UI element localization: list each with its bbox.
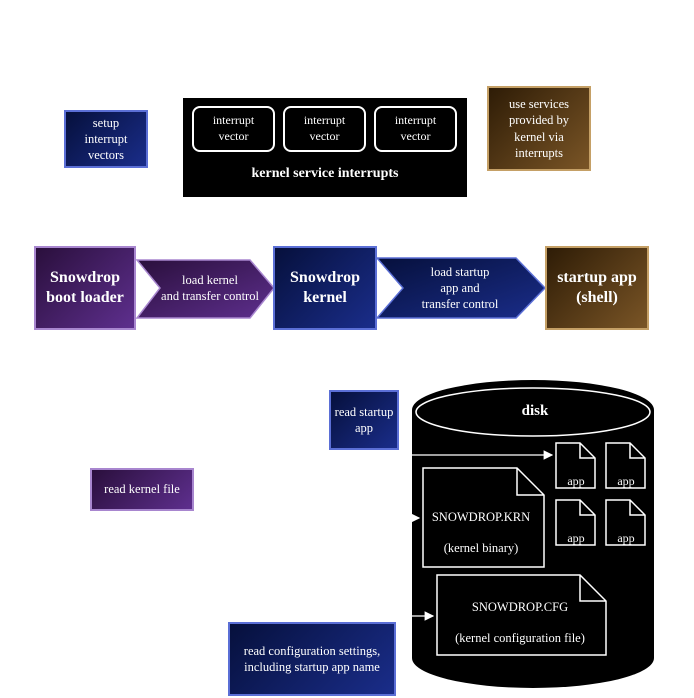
app-label: app (617, 474, 634, 488)
flow-arrow-load-kernel (135, 259, 275, 319)
config-file-desc: (kernel configuration file) (455, 631, 585, 645)
read-kernel-file-box: read kernel file (90, 468, 194, 511)
disk-title: disk (522, 403, 549, 419)
disk-top-rim (415, 387, 651, 437)
config-file-name: SNOWDROP.CFG (472, 600, 568, 614)
startup-app-box: startup app (shell) (545, 246, 649, 330)
setup-interrupt-vectors-box: setup interrupt vectors (64, 110, 148, 168)
read-config-settings-box: read configuration settings, including s… (228, 622, 396, 696)
boot-loader-box: Snowdrop boot loader (34, 246, 136, 330)
kernel-box: Snowdrop kernel (273, 246, 377, 330)
interrupt-vector-box: interrupt vector (283, 106, 366, 152)
kernel-file-icon (422, 467, 545, 568)
app-label: app (567, 531, 584, 545)
app-file-icon (605, 442, 646, 489)
app-label: app (567, 474, 584, 488)
interrupt-vector-box: interrupt vector (374, 106, 457, 152)
load-startup-label: load startup app and transfer control (421, 264, 499, 312)
service-panel-title: kernel service interrupts (251, 165, 399, 181)
app-file-icon (555, 442, 596, 489)
use-services-box: use services provided by kernel via inte… (487, 86, 591, 171)
kernel-service-interrupts-panel: kernel service interrupts (183, 98, 467, 197)
read-startup-app-box: read startup app (329, 390, 399, 450)
app-file-icon (605, 499, 646, 546)
kernel-file-desc: (kernel binary) (444, 541, 519, 555)
load-kernel-label: load kernel and transfer control (161, 272, 259, 303)
app-label: app (617, 531, 634, 545)
flow-arrow-load-startup (375, 257, 547, 319)
interrupt-vector-box: interrupt vector (192, 106, 275, 152)
config-file-icon (436, 574, 607, 656)
kernel-file-name: SNOWDROP.KRN (432, 510, 530, 524)
app-file-icon (555, 499, 596, 546)
